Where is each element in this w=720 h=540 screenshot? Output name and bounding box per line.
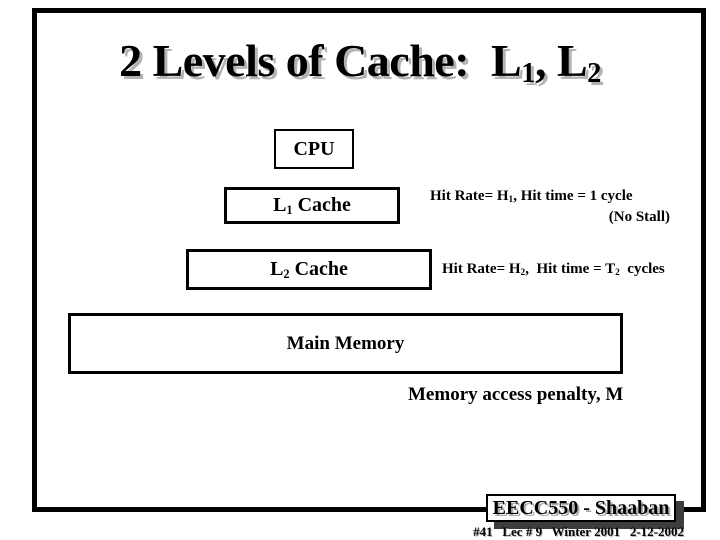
memory-penalty-label: Memory access penalty, M (408, 384, 624, 405)
cpu-box: CPU (274, 129, 354, 169)
l2-label-text: L (270, 258, 284, 280)
no-stall-note: (No Stall) (608, 209, 670, 225)
l1-label-text: L (273, 194, 287, 216)
l1-hit-rate-note: Hit Rate= H1, Hit time = 1 cycle (No Sta… (430, 187, 670, 227)
cpu-label: CPU (293, 137, 335, 160)
title-text-2: , L (534, 35, 588, 86)
page-title: 2 Levels of Cache: L1, L2 (0, 34, 720, 90)
title-subscript-2: 2 (587, 58, 601, 90)
slide-border (32, 8, 706, 512)
l1-label-text-2: Cache (292, 194, 351, 216)
l1-cache-box: L1 Cache (224, 187, 400, 224)
l1-hit-rate-line: Hit Rate= H1, Hit time = 1 cycle (430, 187, 670, 208)
main-memory-label: Main Memory (286, 332, 405, 354)
l2-label-text-2: Cache (289, 258, 348, 280)
l2-note-text-2: , Hit time = T (525, 261, 616, 277)
title-subscript-1: 1 (521, 58, 535, 90)
l2-note-text-3: cycles (619, 261, 665, 277)
lecture-info: #41 Lec # 9 Winter 2001 2-12-2002 (473, 524, 684, 539)
l2-note-subscript-2: 2 (615, 268, 620, 279)
l1-note-text-2: , Hit time = 1 cycle (513, 188, 633, 204)
l1-cache-label: L1 Cache (273, 194, 351, 217)
course-banner: EECC550 - Shaaban (486, 494, 676, 522)
main-memory-box: Main Memory (68, 313, 623, 374)
l1-label-subscript: 1 (286, 202, 293, 217)
l2-note-text-1: Hit Rate= H (442, 261, 521, 277)
course-banner-label: EECC550 - Shaaban (492, 496, 670, 519)
l2-note-subscript-1: 2 (520, 268, 526, 279)
l1-note-text-1: Hit Rate= H (430, 188, 509, 204)
l1-note-subscript: 1 (508, 195, 514, 206)
l2-cache-label: L2 Cache (270, 258, 348, 281)
title-text-1: 2 Levels of Cache: L (119, 35, 522, 86)
l2-label-subscript: 2 (283, 266, 290, 281)
l2-cache-box: L2 Cache (186, 249, 432, 290)
l2-hit-rate-note: Hit Rate= H2, Hit time = T2 cycles (442, 261, 665, 278)
